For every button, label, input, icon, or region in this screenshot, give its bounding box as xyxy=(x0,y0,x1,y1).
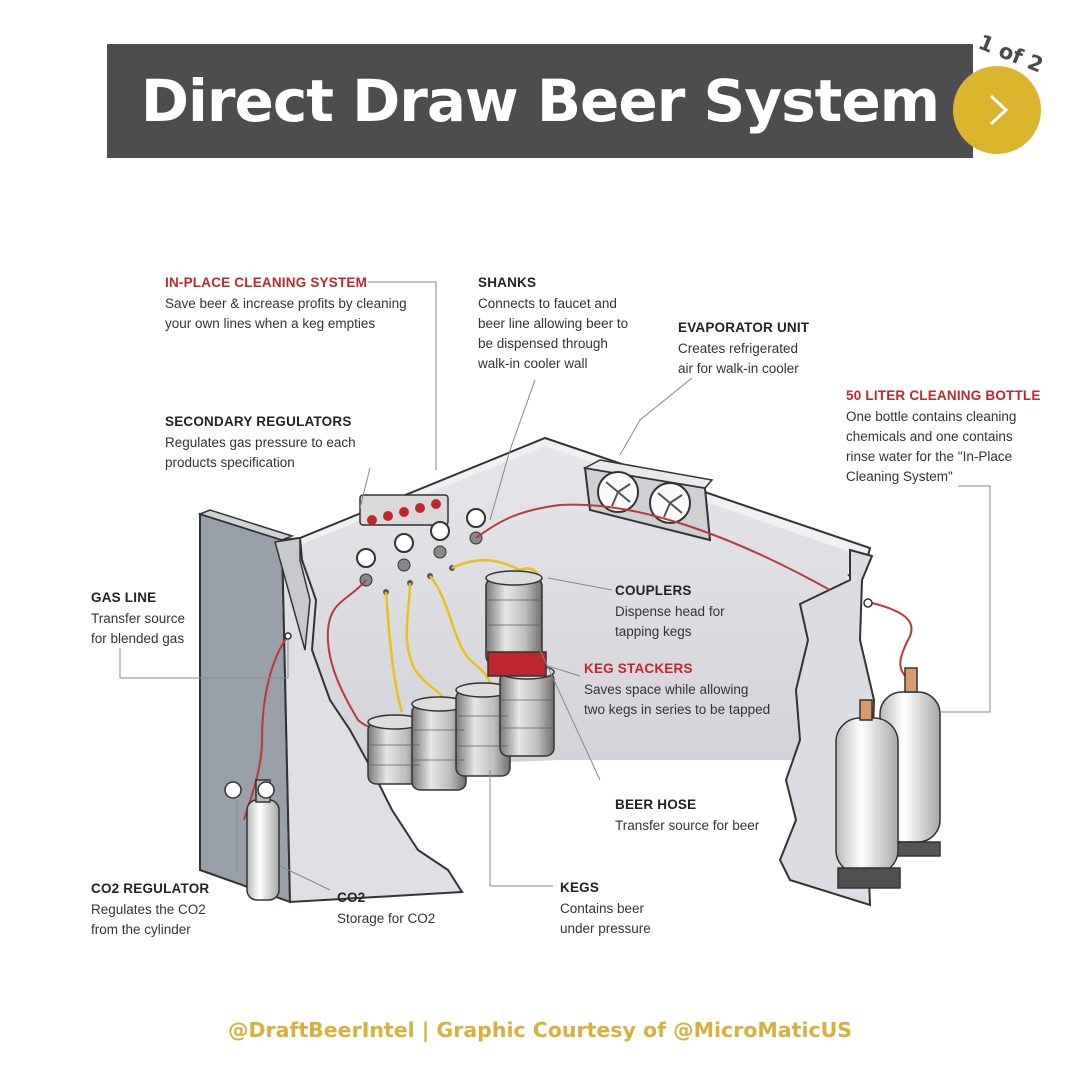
callout-heading: CO2 REGULATOR xyxy=(91,881,210,896)
callout-text: Transfer source for beer xyxy=(615,818,760,833)
callout-text: tapping kegs xyxy=(615,624,692,639)
callout-text: Regulates gas pressure to each xyxy=(165,435,356,450)
callout-text: from the cylinder xyxy=(91,922,191,937)
callout-heading: IN-PLACE CLEANING SYSTEM xyxy=(165,275,368,290)
callout-co2: CO2 Storage for CO2 xyxy=(337,890,435,929)
keg-stacker xyxy=(487,651,547,677)
callout-keg-stackers: KEG STACKERS Saves space while allowing … xyxy=(584,661,770,720)
keg-1 xyxy=(367,714,423,785)
callout-in-place-cleaning: IN-PLACE CLEANING SYSTEM Save beer & inc… xyxy=(165,275,407,334)
callout-heading: CO2 xyxy=(337,890,366,905)
callout-evaporator: EVAPORATOR UNIT Creates refrigerated air… xyxy=(678,320,809,379)
keg-4-top xyxy=(485,570,543,665)
callout-heading: KEG STACKERS xyxy=(584,661,693,676)
callout-heading: 50 LITER CLEANING BOTTLE xyxy=(846,388,1041,403)
callout-text: for blended gas xyxy=(91,631,185,646)
callout-text: beer line allowing beer to xyxy=(478,316,629,331)
callout-text: under pressure xyxy=(560,921,651,936)
callout-text: air for walk-in cooler xyxy=(678,361,799,376)
callout-leader-lines xyxy=(119,281,991,891)
callout-text: your own lines when a keg empties xyxy=(165,316,376,331)
callout-text: One bottle contains cleaning xyxy=(846,409,1017,424)
callout-co2-regulator: CO2 REGULATOR Regulates the CO2 from the… xyxy=(91,881,209,940)
evaporator-unit xyxy=(582,459,714,542)
title-banner: Direct Draw Beer System xyxy=(107,44,973,158)
callout-beer-hose: BEER HOSE Transfer source for beer xyxy=(615,797,759,836)
cleaning-bottle-front xyxy=(835,699,901,889)
callout-heading: KEGS xyxy=(560,880,600,895)
keg-4-bottom xyxy=(499,664,555,757)
callout-heading: COUPLERS xyxy=(615,583,692,598)
keg-3 xyxy=(455,682,511,777)
callout-text: Connects to faucet and xyxy=(478,296,617,311)
callout-text: Creates refrigerated xyxy=(678,341,799,356)
callout-secondary-regulators: SECONDARY REGULATORS Regulates gas press… xyxy=(165,414,356,473)
secondary-regulator-manifold xyxy=(359,494,449,526)
kegs xyxy=(367,570,555,791)
callout-text: rinse water for the "In-Place xyxy=(846,449,1013,464)
callout-kegs: KEGS Contains beer under pressure xyxy=(560,880,651,939)
callout-cleaning-bottle: 50 LITER CLEANING BOTTLE One bottle cont… xyxy=(846,388,1041,487)
callout-heading: GAS LINE xyxy=(91,590,157,605)
chevron-right-icon xyxy=(989,94,1009,126)
callout-text: Storage for CO2 xyxy=(337,911,436,926)
callout-text: Transfer source xyxy=(91,611,186,626)
keg-2 xyxy=(411,696,467,791)
wall-port xyxy=(863,598,873,608)
callout-text: walk-in cooler wall xyxy=(478,356,588,371)
callout-text: Saves space while allowing xyxy=(584,682,749,697)
callout-couplers: COUPLERS Dispense head for tapping kegs xyxy=(615,583,725,642)
callout-text: be dispensed through xyxy=(478,336,608,351)
callout-text: chemicals and one contains xyxy=(846,429,1013,444)
callout-heading: BEER HOSE xyxy=(615,797,697,812)
callout-text: products specification xyxy=(165,455,295,470)
callout-text: two kegs in series to be tapped xyxy=(584,702,771,717)
page-title: Direct Draw Beer System xyxy=(140,67,940,135)
callout-heading: SECONDARY REGULATORS xyxy=(165,414,352,429)
callout-text: Save beer & increase profits by cleaning xyxy=(165,296,407,311)
callout-gas-line: GAS LINE Transfer source for blended gas xyxy=(91,590,185,649)
callout-text: Regulates the CO2 xyxy=(91,902,206,917)
callout-heading: SHANKS xyxy=(478,275,537,290)
left-inner-wall xyxy=(274,536,464,904)
co2-cylinder xyxy=(224,779,280,901)
next-page-button[interactable] xyxy=(953,66,1041,154)
footer-credit: @DraftBeerIntel | Graphic Courtesy of @M… xyxy=(227,1018,853,1042)
wall-port xyxy=(284,632,292,640)
callout-text: Cleaning System" xyxy=(846,469,953,484)
callout-text: Dispense head for xyxy=(615,604,725,619)
regulator-gauges xyxy=(356,508,486,587)
cleaning-bottles xyxy=(835,667,941,889)
callout-shanks: SHANKS Connects to faucet and beer line … xyxy=(478,275,628,374)
callout-heading: EVAPORATOR UNIT xyxy=(678,320,810,335)
callout-text: Contains beer xyxy=(560,901,645,916)
